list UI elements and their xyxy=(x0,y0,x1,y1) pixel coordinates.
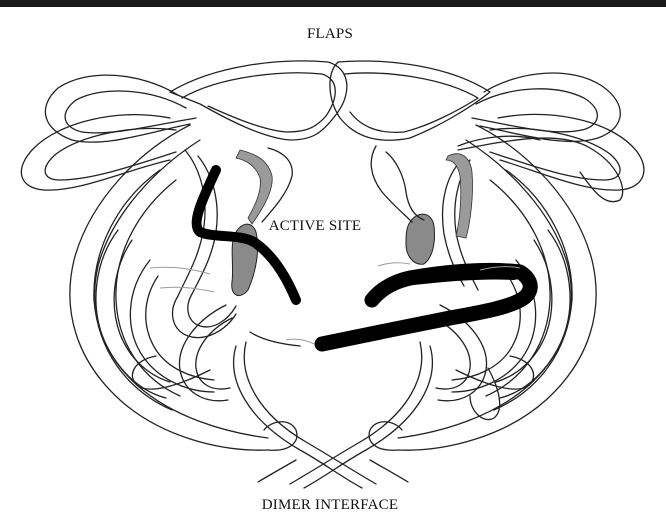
center-thick-strand-fill xyxy=(404,273,514,280)
label-flaps: FLAPS xyxy=(307,26,353,43)
right-monomer xyxy=(330,61,644,450)
right-outer-strands xyxy=(458,73,644,202)
left-monomer xyxy=(21,61,347,450)
label-dimer-interface: DIMER INTERFACE xyxy=(262,497,398,514)
right-shaded-helix xyxy=(406,214,435,264)
right-thin-strand xyxy=(386,152,424,220)
label-active-site: ACTIVE SITE xyxy=(269,218,362,235)
left-flap xyxy=(170,61,347,140)
left-inner-strands xyxy=(173,150,236,338)
left-shaded-strand xyxy=(236,150,272,224)
right-flap xyxy=(330,61,490,140)
dimer-interface-strands xyxy=(234,342,433,488)
right-shaded-strand xyxy=(446,154,473,238)
